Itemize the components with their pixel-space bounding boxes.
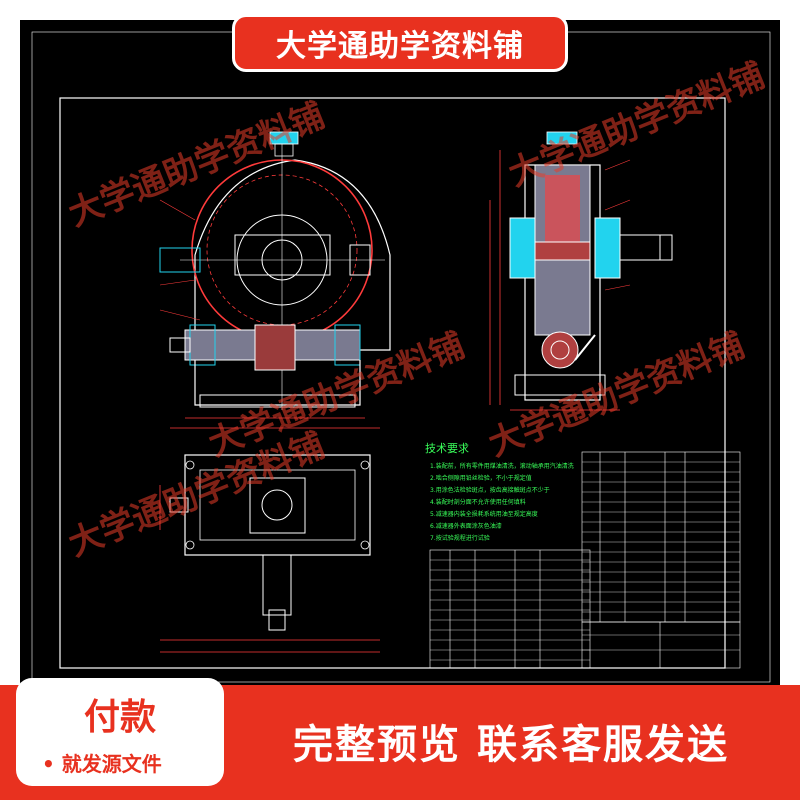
side-view: [489, 131, 673, 411]
tech-line-5: 5.减速器内装全损耗系统用油至规定高度: [430, 510, 538, 518]
drawing-border: [59, 97, 726, 669]
pay-title: 付款: [83, 697, 156, 738]
front-view: [159, 131, 391, 429]
top-view: [159, 454, 380, 653]
tech-title: 技术要求: [425, 442, 469, 455]
tech-line-2: 2.啮合侧隙用铅丝检验，不小于规定值: [430, 474, 532, 482]
tech-line-3: 3.用涂色法检验斑点，按齿高接触斑点不少于: [430, 486, 550, 494]
top-banner: 大学通助学资料铺: [232, 14, 568, 72]
contact-cta: 完整预览 联系客服发送: [293, 722, 729, 768]
parts-table: [429, 451, 741, 669]
cad-drawing-canvas: 技术要求 1.装配前，所有零件用煤油清洗，滚动轴承用汽油清洗 2.啮合侧隙用铅丝…: [20, 20, 780, 685]
pay-subtitle: • 就发源文件: [42, 752, 162, 776]
tech-line-6: 6.减速器外表面涂灰色油漆: [430, 522, 502, 530]
technical-requirements: 技术要求 1.装配前，所有零件用煤油清洗，滚动轴承用汽油清洗 2.啮合侧隙用铅丝…: [425, 442, 574, 542]
pay-card[interactable]: 付款 • 就发源文件: [16, 678, 224, 786]
table-rows: [430, 461, 740, 661]
tech-line-7: 7.按试验规程进行试验: [430, 534, 490, 542]
tech-line-4: 4.装配时剖分面不允许使用任何填料: [430, 498, 526, 506]
tech-line-1: 1.装配前，所有零件用煤油清洗，滚动轴承用汽油清洗: [430, 462, 574, 470]
